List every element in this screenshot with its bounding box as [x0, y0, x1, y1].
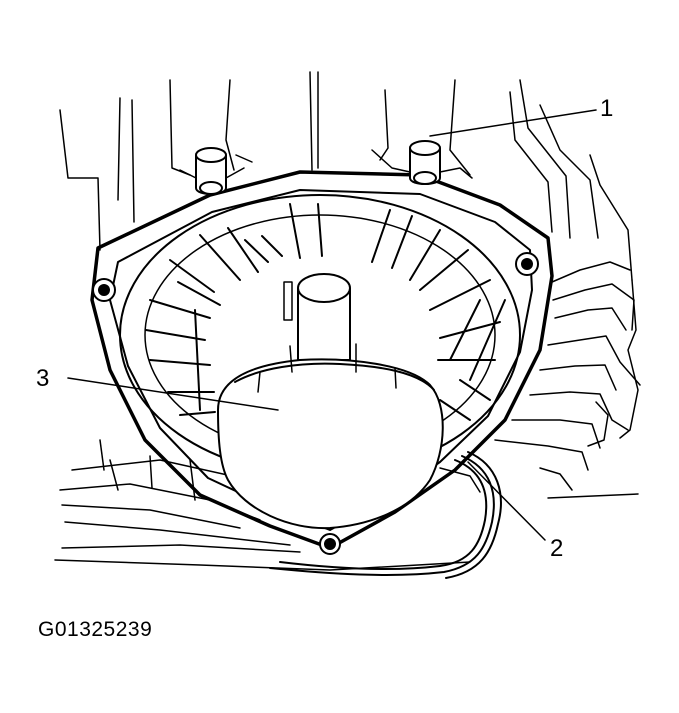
callout-3-label: 3: [36, 365, 49, 392]
housing-lower-lines: [54, 439, 471, 571]
housing-top-lines: [59, 71, 633, 281]
callout-2-label: 2: [550, 535, 563, 562]
motor-body: [216, 343, 444, 530]
callout-1-label: 1: [600, 95, 613, 122]
figure-id-label: G01325239: [38, 618, 153, 641]
mounting-screws: [92, 252, 539, 555]
top-studs: [179, 140, 473, 195]
motor-shaft: [283, 273, 351, 361]
housing-right-ribs: [494, 261, 641, 499]
mounting-plate: [90, 170, 554, 550]
leader-lines: [67, 109, 597, 541]
